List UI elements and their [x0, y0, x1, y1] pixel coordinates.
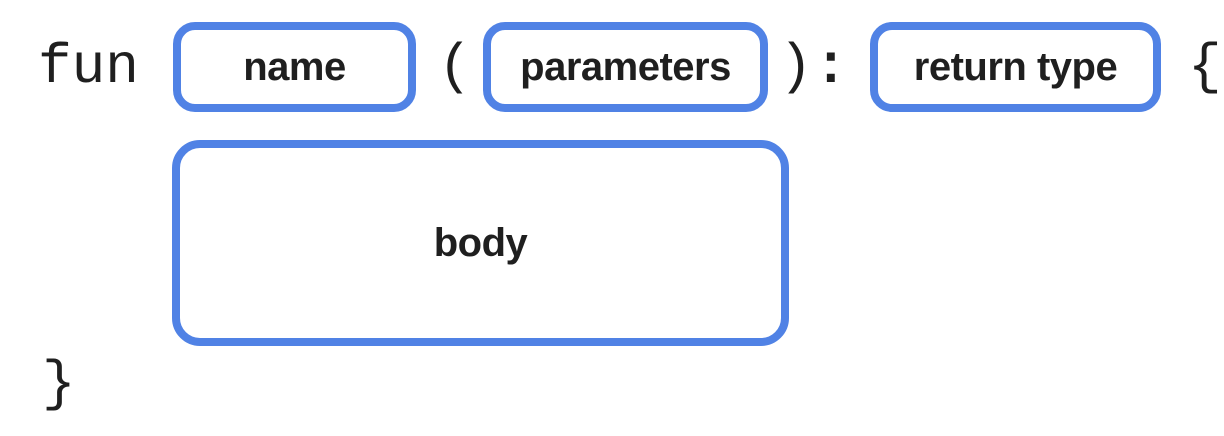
- name-slot-box: name: [173, 22, 416, 112]
- colon-token: :: [814, 35, 848, 99]
- open-paren-token: (: [438, 35, 472, 99]
- close-brace-token: }: [42, 352, 76, 416]
- body-slot-box: body: [172, 140, 789, 346]
- close-paren-token: ): [779, 35, 813, 99]
- return-type-slot-box: return type: [870, 22, 1161, 112]
- body-slot-label: body: [433, 220, 528, 265]
- parameters-slot-label: parameters: [520, 44, 731, 89]
- name-slot-label: name: [243, 44, 346, 89]
- open-brace-token: {: [1188, 35, 1222, 99]
- return-type-slot-label: return type: [913, 44, 1118, 89]
- fun-keyword: fun: [38, 35, 139, 99]
- parameters-slot-box: parameters: [483, 22, 768, 112]
